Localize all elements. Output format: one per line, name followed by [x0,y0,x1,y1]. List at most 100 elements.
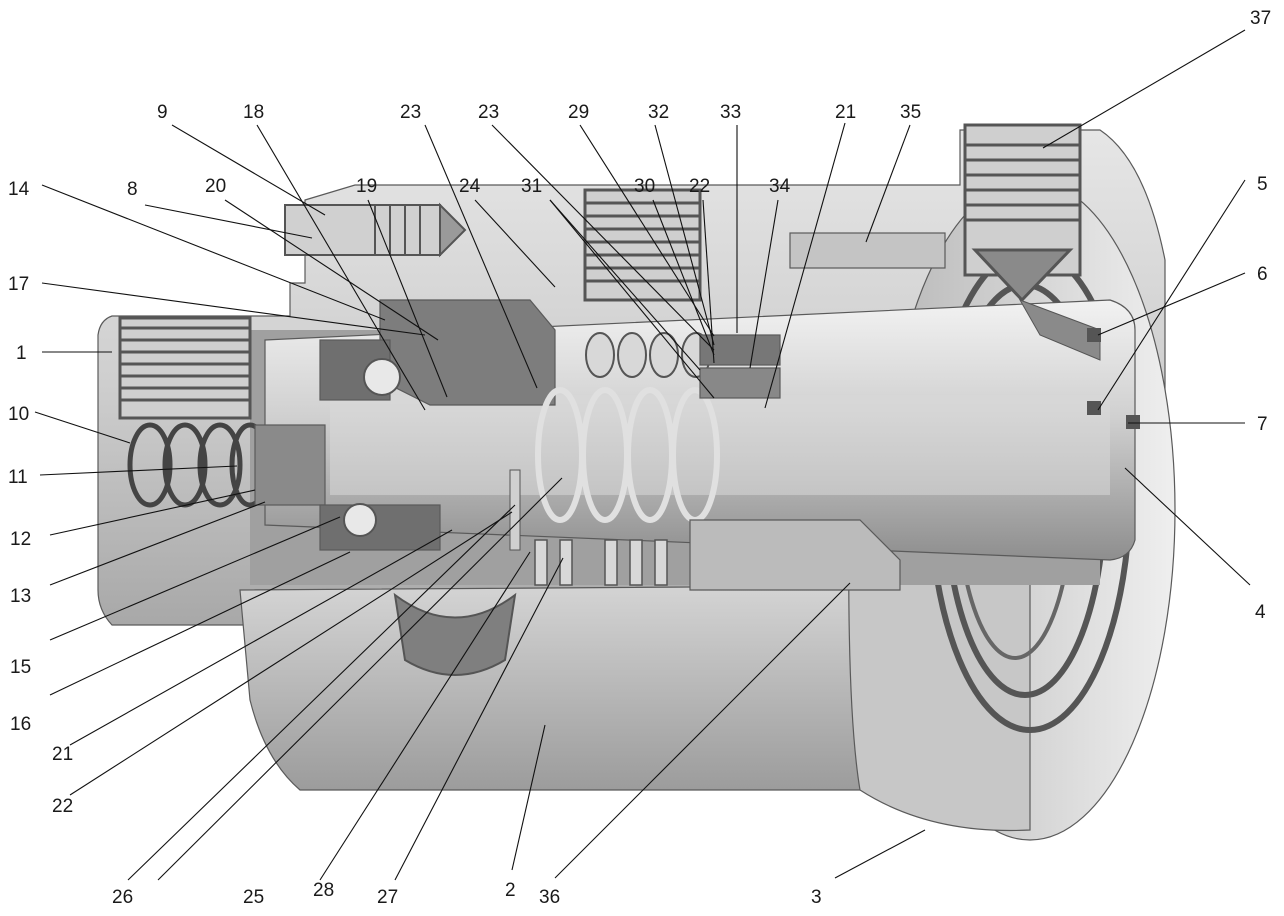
seal-5 [1087,401,1101,415]
callout-2: 2 [505,880,516,901]
callout-23b: 23 [478,102,499,123]
leader-12 [49,489,256,536]
locking-screw [284,202,467,258]
leader-30 [652,199,715,356]
callout-7: 7 [1257,414,1268,435]
lower-seal-block-36 [689,519,901,591]
callout-5: 5 [1257,174,1268,195]
leader-23a [424,124,538,389]
callout-21b: 21 [835,102,856,123]
leader-26 [127,504,516,881]
leader-5 [1097,179,1246,411]
seal-7 [1126,415,1140,429]
callout-10: 10 [8,404,29,425]
callout-36: 36 [539,887,560,908]
callout-24: 24 [459,176,481,197]
leader-37 [1042,29,1246,149]
leader-11 [39,465,238,476]
callout-33: 33 [720,102,741,123]
leader-2 [511,724,546,871]
seal-6 [1087,328,1101,342]
seal-ring-assembly [379,299,556,406]
callout-14: 14 [8,179,30,200]
callout-37: 37 [1250,8,1271,29]
callout-32: 32 [648,102,669,123]
callout-18: 18 [243,102,264,123]
leader-31a [549,199,701,371]
leader-4 [1124,467,1251,586]
callout-3: 3 [811,887,822,908]
leader-13 [49,501,266,586]
callout-9: 9 [157,102,168,123]
bearing-block-lower [319,504,441,551]
ball-bearing-lower [343,503,377,537]
leader-27 [394,557,564,881]
diagonal-passage [1018,299,1101,361]
callout-19: 19 [356,176,377,197]
leader-19 [367,199,448,398]
leader-18 [256,124,426,411]
callout-25: 25 [243,887,264,908]
callout-11: 11 [8,467,28,488]
leader-9 [171,124,326,216]
leader-lines [34,29,1251,881]
callout-1: 1 [16,343,27,364]
leader-22b [702,199,715,364]
leader-21b [764,122,846,409]
leader-34 [749,199,779,369]
callout-16: 16 [10,714,31,735]
callout-17: 17 [8,274,29,295]
leader-23b [491,124,715,351]
leader-14 [41,184,386,321]
leader-29 [579,124,715,337]
callout-labels: 1 2 3 4 5 6 7 8 9 10 11 12 13 14 15 16 1… [8,8,1271,908]
callout-30: 30 [634,176,655,197]
callout-26: 26 [112,887,133,908]
leader-35 [865,124,911,243]
leader-36 [554,582,851,879]
leader-25 [157,477,563,881]
leader-32 [654,124,715,346]
leader-6 [1097,272,1246,336]
shaft-inner-bore [330,395,1110,495]
callout-15: 15 [10,657,31,678]
leader-28 [319,551,531,881]
leader-10 [34,411,131,444]
leader-17 [41,282,426,336]
leader-22a [69,511,513,796]
assembly-illustration [97,123,1176,841]
callout-23a: 23 [400,102,421,123]
leader-31b [549,199,715,399]
leader-24 [474,199,556,288]
threaded-port-right [963,123,1082,303]
callout-31: 31 [521,176,542,197]
leader-20 [224,199,439,341]
callout-27: 27 [377,887,398,908]
threaded-port-left [118,316,252,420]
callout-8: 8 [127,179,138,200]
end-plug [254,424,326,506]
leader-16 [49,551,351,696]
leader-21a [69,529,453,746]
callout-22a: 22 [52,796,73,817]
pin-25 [509,469,521,551]
callout-28: 28 [313,880,334,901]
callout-35: 35 [900,102,921,123]
callout-22b: 22 [689,176,710,197]
threaded-port-middle [583,188,702,302]
callout-21a: 21 [52,744,73,765]
callout-6: 6 [1257,264,1268,285]
lower-pins [534,539,668,586]
leader-3 [834,829,926,879]
callout-13: 13 [10,586,31,607]
leader-8 [144,204,313,239]
callout-12: 12 [10,529,31,550]
callout-34: 34 [769,176,791,197]
ball-bearing-upper [363,358,401,396]
callout-4: 4 [1255,602,1266,623]
leader-15 [49,516,341,641]
seal-ring-34 [699,367,781,399]
callout-29: 29 [568,102,589,123]
upper-spring [585,332,711,378]
